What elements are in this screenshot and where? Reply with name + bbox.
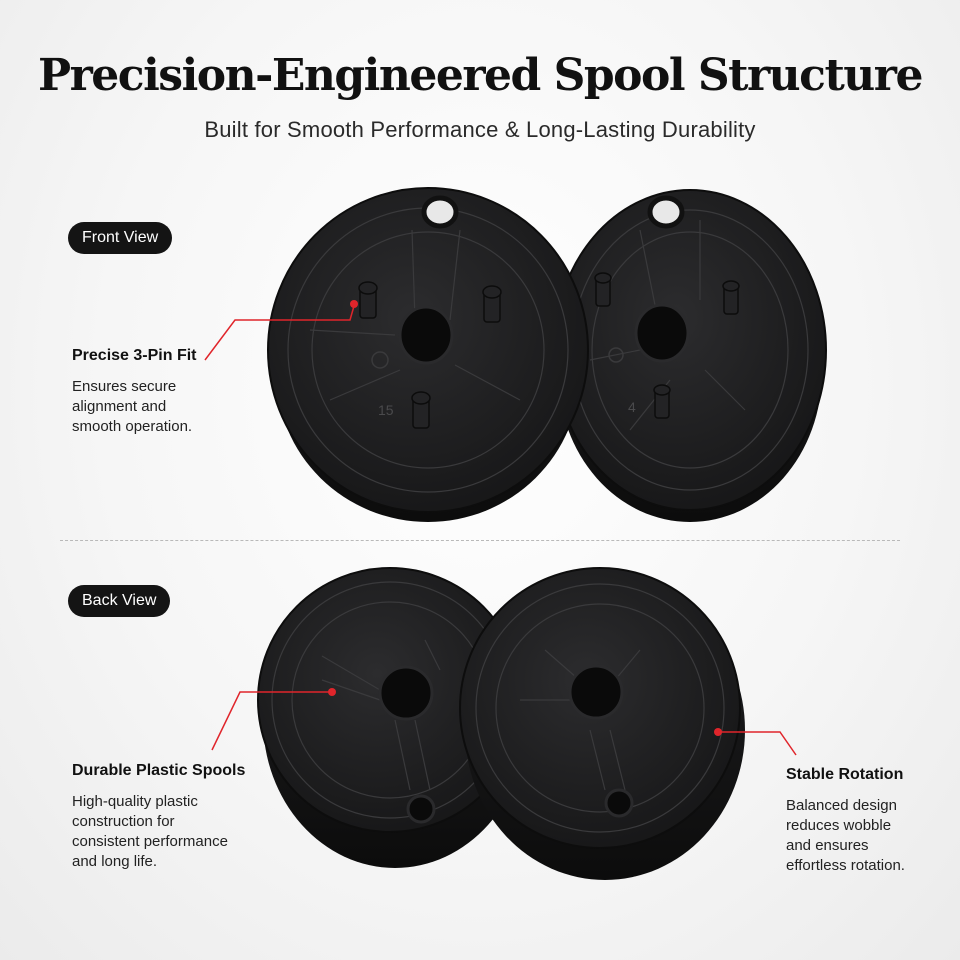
front-spool-right: 4 (553, 189, 827, 522)
callout-dot (714, 728, 722, 736)
callout-line: effortless rotation. (786, 857, 905, 874)
callout-line: Balanced design (786, 797, 897, 814)
callout-line: reduces wobble (786, 817, 892, 834)
hanging-hole-icon (421, 195, 459, 229)
callout-title: Precise 3-Pin Fit (72, 347, 197, 364)
callout-dot (350, 300, 358, 308)
callout-leaders (204, 305, 797, 756)
callout-body: Ensures secure alignment and smooth oper… (72, 377, 272, 437)
callout-dot (328, 688, 336, 696)
callout-line: and ensures (786, 837, 869, 854)
callout-pin-fit: Precise 3-Pin Fit Ensures secure alignme… (72, 347, 272, 437)
callout-title: Durable Plastic Spools (72, 762, 246, 779)
spool-number-right: 4 (628, 399, 636, 415)
callout-rotation: Stable Rotation Balanced design reduces … (786, 766, 956, 876)
center-hub-icon (568, 664, 624, 720)
back-view-badge: Back View (68, 585, 171, 617)
front-view-badge: Front View (68, 222, 173, 254)
callout-line: construction for (72, 813, 175, 830)
callout-line: smooth operation. (72, 418, 193, 435)
callout-line: alignment and (72, 398, 167, 415)
callout-line: Ensures secure (72, 378, 177, 395)
spool-number-left: 15 (378, 402, 394, 418)
front-spool-left: 15 (267, 187, 589, 522)
hanging-hole-icon (647, 195, 685, 229)
back-spool-left (257, 567, 527, 868)
page-title: Precision-Engineered Spool Structure (38, 50, 923, 101)
callout-title: Stable Rotation (786, 766, 904, 783)
section-divider (60, 540, 900, 541)
center-hub-icon (398, 305, 454, 365)
callout-line: consistent performance (72, 833, 228, 850)
center-hub-icon (378, 665, 434, 721)
center-hub-icon (634, 303, 690, 363)
callout-plastic: Durable Plastic Spools High-quality plas… (72, 762, 292, 872)
callout-body: Balanced design reduces wobble and ensur… (786, 796, 956, 876)
callout-line: and long life. (72, 853, 158, 870)
callout-line: High-quality plastic (72, 793, 198, 810)
callout-body: High-quality plastic construction for co… (72, 792, 292, 872)
back-spool-right (459, 567, 745, 880)
page-subtitle: Built for Smooth Performance & Long-Last… (204, 117, 756, 142)
